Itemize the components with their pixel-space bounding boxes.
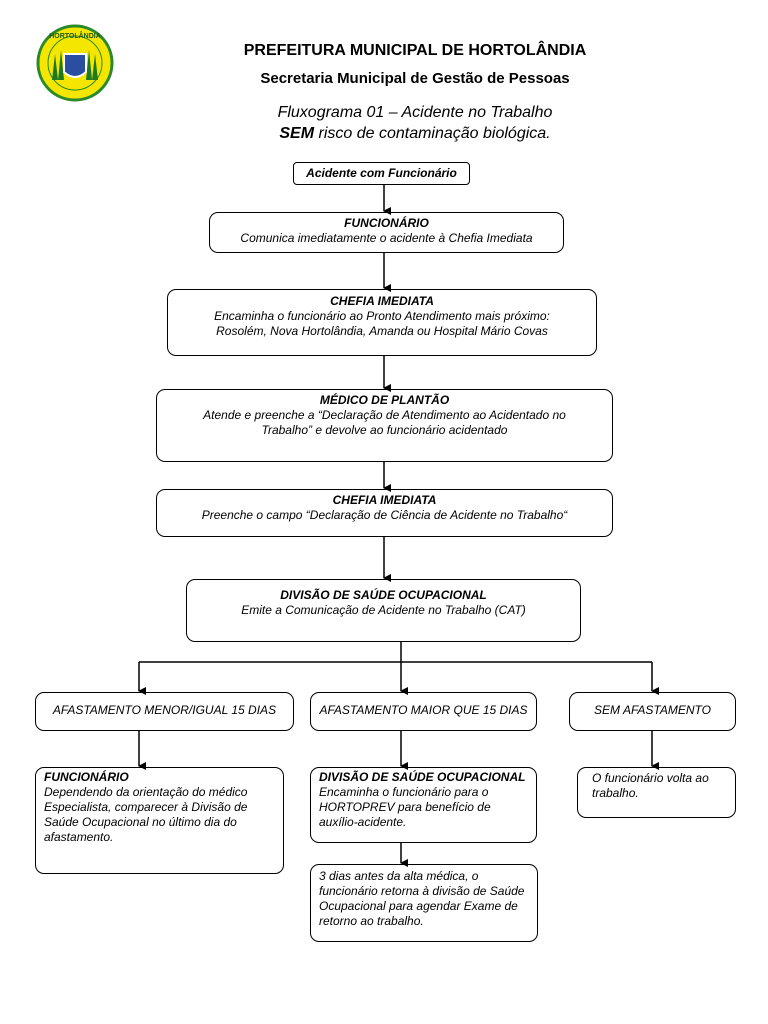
node-title: MÉDICO DE PLANTÃO <box>319 393 450 407</box>
node-text: Comunica imediatamente o acidente à Chef… <box>240 231 533 245</box>
node-text: Dependendo da orientação do médico Espec… <box>44 785 248 844</box>
node-exame-retorno: 3 dias antes da alta médica, o funcionár… <box>310 864 538 942</box>
branch-menor-igual-15: AFASTAMENTO MENOR/IGUAL 15 DIAS <box>35 692 294 731</box>
node-title: DIVISÃO DE SAÚDE OCUPACIONAL <box>319 770 526 784</box>
node-text: Emite a Comunicação de Acidente no Traba… <box>241 603 526 617</box>
node-title: DIVISÃO DE SAÚDE OCUPACIONAL <box>280 588 487 602</box>
page-title: PREFEITURA MUNICIPAL DE HORTOLÂNDIA <box>243 42 587 59</box>
node-text: Preenche o campo “Declaração de Ciência … <box>201 508 568 522</box>
svg-text:HORTOLÂNDIA: HORTOLÂNDIA <box>49 31 101 40</box>
flow-subtitle-rest: risco de contaminação biológica. <box>314 125 551 142</box>
node-volta-trabalho: O funcionário volta ao trabalho. <box>577 767 736 818</box>
flow-title: Fluxograma 01 – Acidente no Trabalho <box>277 104 553 121</box>
node-title: FUNCIONÁRIO <box>344 216 429 230</box>
municipal-logo: HORTOLÂNDIA <box>36 24 114 102</box>
branch-sem-afastamento: SEM AFASTAMENTO <box>569 692 736 731</box>
flow-subtitle: SEM risco de contaminação biológica. <box>150 125 680 143</box>
node-title: FUNCIONÁRIO <box>44 770 129 784</box>
branch-maior-15: AFASTAMENTO MAIOR QUE 15 DIAS <box>310 692 537 731</box>
node-text: Encaminha o funcionário para o HORTOPREV… <box>319 785 491 829</box>
node-title: CHEFIA IMEDIATA <box>332 493 437 507</box>
node-title: CHEFIA IMEDIATA <box>330 294 434 308</box>
page-subtitle: Secretaria Municipal de Gestão de Pessoa… <box>260 70 570 87</box>
node-text: Atende e preenche a “Declaração de Atend… <box>203 408 566 437</box>
node-start: Acidente com Funcionário <box>293 162 470 185</box>
node-text: Encaminha o funcionário ao Pronto Atendi… <box>214 309 550 338</box>
flow-subtitle-bold: SEM <box>279 125 315 142</box>
